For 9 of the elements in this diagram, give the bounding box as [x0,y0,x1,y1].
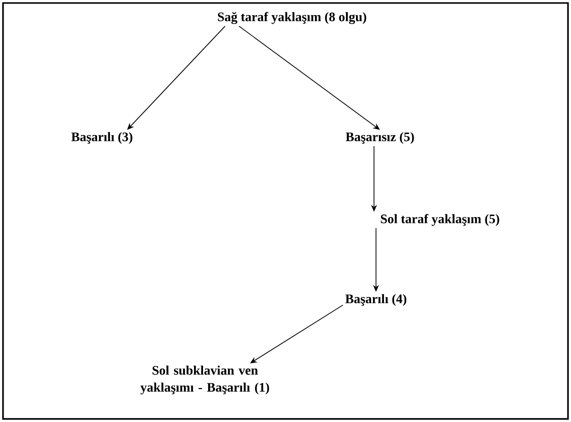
node-label: Sağ taraf yaklaşım (8 olgu) [218,12,366,24]
node-label: Başarılı (4) [345,294,406,306]
node-label: Sol subklavian ven yaklaşımı - Başarılı (1) [140,366,270,394]
arrow [238,26,380,130]
arrow [127,26,226,130]
arrow [250,304,344,364]
node-label: Başarılı (3) [71,132,132,144]
node-label: Sol taraf yaklaşım (5) [380,214,500,226]
node-label: Başarısız (5) [346,132,414,144]
